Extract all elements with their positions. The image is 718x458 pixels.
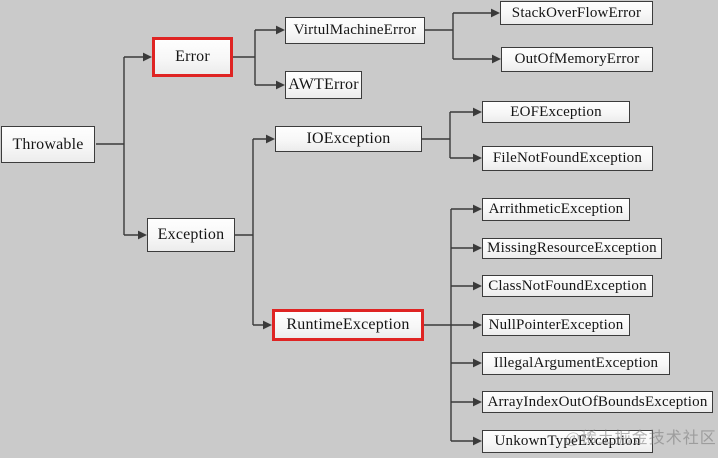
- node-stack-overflow-error: StackOverFlowError: [500, 1, 653, 25]
- node-throwable: Throwable: [1, 126, 95, 163]
- arrowheads: [138, 8, 501, 446]
- node-out-of-memory-error: OutOfMemoryError: [501, 47, 653, 72]
- node-null-pointer-exception: NullPointerException: [482, 314, 630, 336]
- node-illegal-argument-exception: IllegalArgumentException: [482, 352, 670, 375]
- node-array-index-out-of-bounds-exception: ArrayIndexOutOfBoundsException: [482, 391, 713, 413]
- node-awt-error: AWTError: [285, 71, 362, 99]
- node-runtime-exception: RuntimeException: [272, 309, 424, 341]
- node-error: Error: [152, 37, 233, 77]
- node-exception: Exception: [147, 218, 235, 252]
- node-io-exception: IOException: [275, 126, 422, 152]
- node-virtul-machine-error: VirtulMachineError: [285, 17, 425, 44]
- node-missing-resource-exception: MissingResourceException: [482, 238, 662, 259]
- node-unkown-type-exception: UnkownTypeException: [482, 430, 653, 453]
- node-eof-exception: EOFException: [482, 101, 630, 123]
- node-class-not-found-exception: ClassNotFoundException: [482, 275, 653, 297]
- node-arrithmetic-exception: ArrithmeticException: [482, 198, 630, 221]
- node-file-not-found-exception: FileNotFoundException: [482, 146, 653, 171]
